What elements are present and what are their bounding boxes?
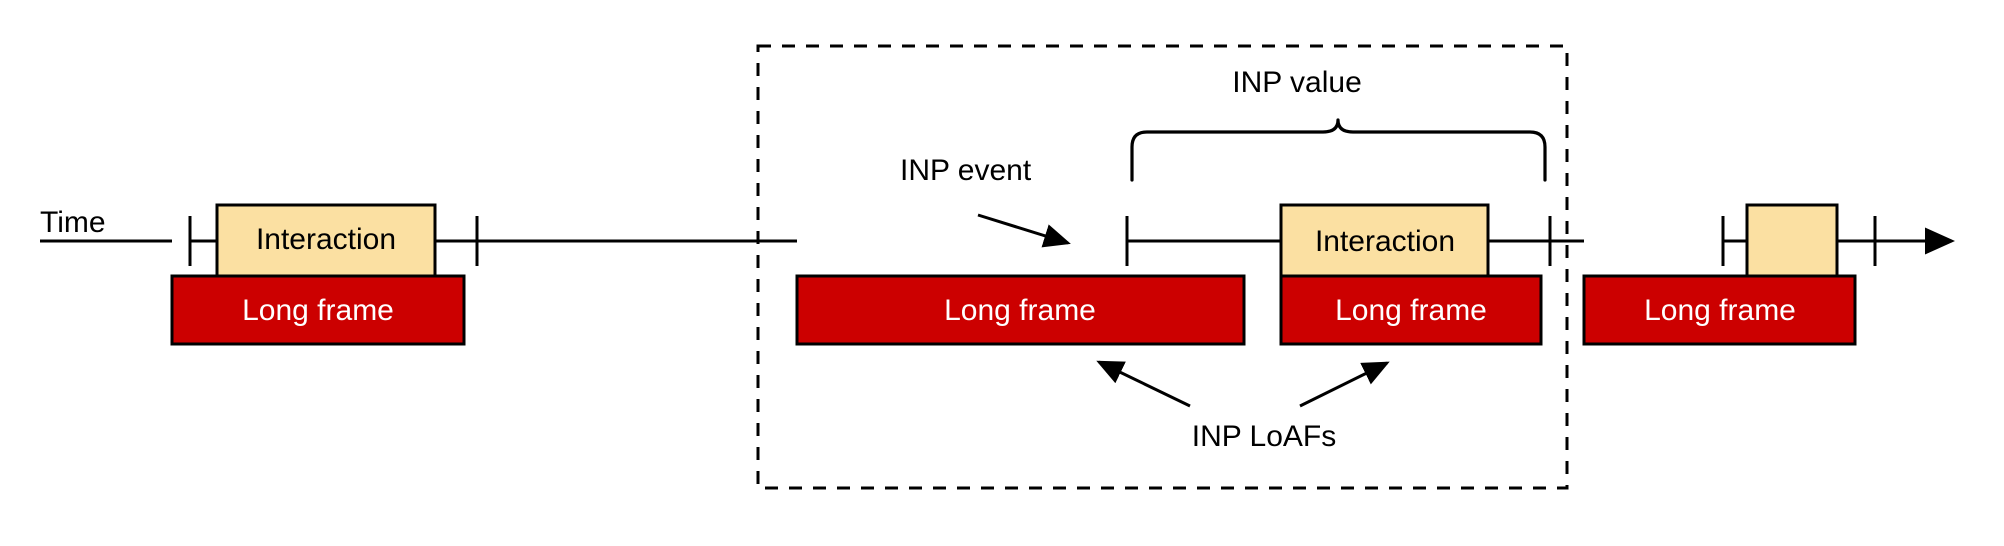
right-event-bar <box>1721 216 1877 266</box>
inp-highlight-dashed-box <box>756 44 1569 490</box>
long-frame-label: Long frame <box>944 294 1096 327</box>
long-frame-middle-2[interactable]: Long frame <box>1279 274 1543 346</box>
long-frame-label: Long frame <box>1644 294 1796 327</box>
long-frame-label: Long frame <box>1335 294 1487 327</box>
left-event-bar <box>188 216 479 266</box>
interaction-label: Interaction <box>1315 225 1455 258</box>
middle-event-bar <box>1125 216 1552 266</box>
interaction-block-left[interactable]: Interaction <box>215 203 437 278</box>
long-frame-middle-1[interactable]: Long frame <box>795 274 1246 346</box>
inp-value-label: INP value <box>1232 66 1362 99</box>
group-middle: INP value INP event Long frame Interacti… <box>795 66 1552 453</box>
interaction-block-middle[interactable]: Interaction <box>1279 203 1490 278</box>
long-frame-right[interactable]: Long frame <box>1582 274 1857 346</box>
inp-value-brace <box>1130 118 1547 182</box>
long-frame-label: Long frame <box>242 294 394 327</box>
group-left: Interaction Long frame <box>170 203 479 346</box>
group-right: Long frame <box>1582 203 1877 346</box>
interaction-label: Interaction <box>256 223 396 256</box>
inp-event-arrow <box>977 213 1071 248</box>
inp-loafs-arrow-right <box>1299 361 1390 408</box>
long-frame-left[interactable]: Long frame <box>170 274 466 346</box>
inp-loafs-arrow-left <box>1096 360 1191 408</box>
interaction-block-right[interactable] <box>1745 203 1839 278</box>
time-axis-label: Time <box>40 206 106 239</box>
inp-loafs-label: INP LoAFs <box>1192 420 1337 453</box>
inp-event-label: INP event <box>900 154 1032 187</box>
